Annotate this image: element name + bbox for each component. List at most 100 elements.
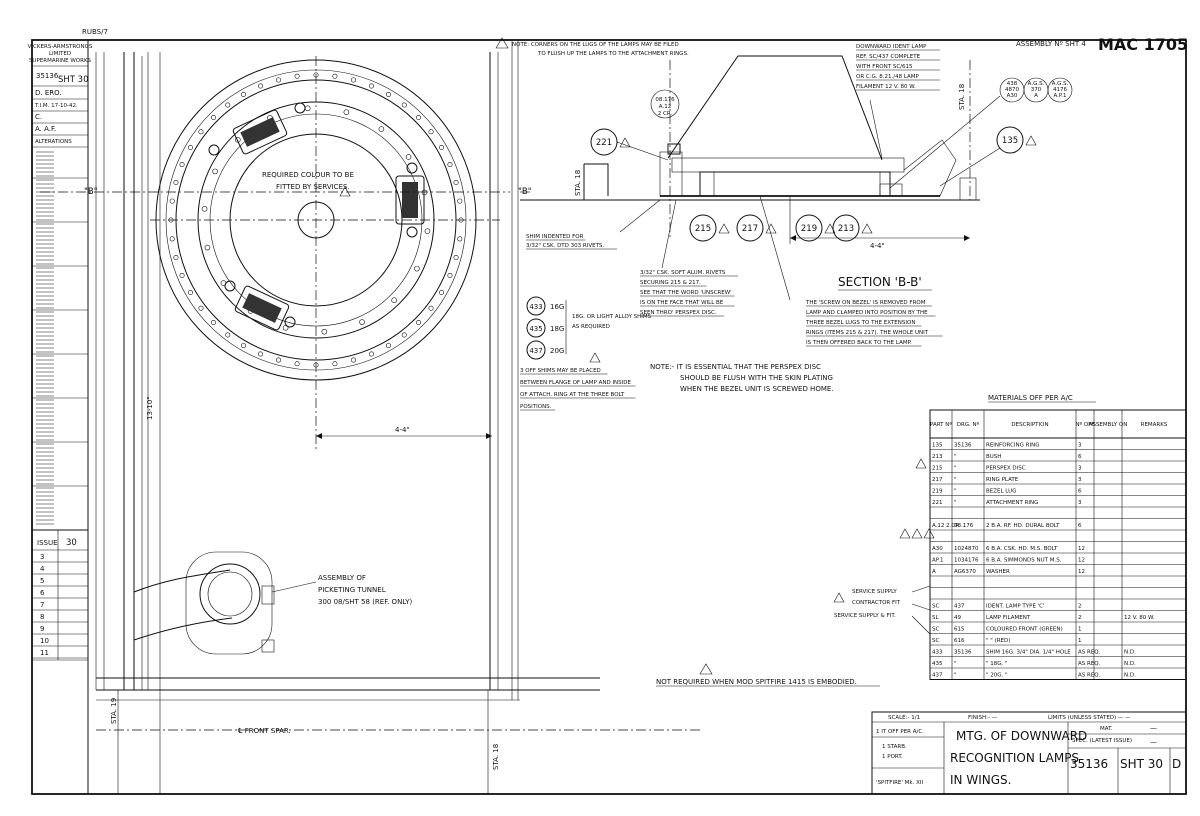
shim-note-line: SHIM INDENTED FOR bbox=[526, 234, 584, 240]
materials-cell: 437 bbox=[954, 604, 965, 610]
materials-cell: 616 bbox=[954, 638, 965, 644]
rivet bbox=[332, 361, 338, 367]
materials-cell: 6 B.A. SIMMONDS NUT M.S. bbox=[986, 558, 1062, 564]
materials-cell: 1034176 bbox=[954, 558, 979, 564]
materials-cell: 12 bbox=[1078, 546, 1085, 552]
materials-cell: 3 bbox=[1078, 500, 1082, 506]
tb-limits: LIMITS (UNLESS STATED) — — bbox=[1048, 715, 1131, 721]
rivet-note-line: SEEN THRO' PERSPEX DISC. bbox=[640, 310, 717, 316]
rivet bbox=[187, 145, 193, 151]
ring-bolt bbox=[304, 105, 311, 112]
bezel-note-line: IS THEN OFFERED BACK TO THE LAMP. bbox=[806, 340, 912, 346]
materials-cell: 135 bbox=[932, 443, 943, 449]
issue-row: 10 bbox=[40, 637, 49, 645]
revision-panel: VICKERS-ARMSTRONGS LIMITED SUPERMARINE W… bbox=[28, 44, 93, 661]
materials-cell: SC bbox=[932, 604, 939, 610]
shims-placed-line: POSITIONS. bbox=[520, 404, 552, 410]
materials-cell: " bbox=[954, 500, 957, 506]
assembly-ref: ASSEMBLY Nº SHT 4 bbox=[1016, 40, 1086, 48]
warning-triangle-icon bbox=[861, 223, 873, 234]
shim-ref: 435 bbox=[529, 325, 542, 333]
materials-cell: " 18G. " bbox=[986, 661, 1008, 667]
mod-note: NOT REQUIRED WHEN MOD SPITFIRE 1415 IS E… bbox=[656, 678, 857, 686]
materials-cell: 3 bbox=[1078, 443, 1082, 449]
tunnel-note-3: 300 08/SHT 58 (REF. ONLY) bbox=[318, 598, 413, 606]
rivet bbox=[416, 320, 422, 326]
materials-cell: " bbox=[954, 454, 957, 460]
materials-header: DRG. Nº bbox=[957, 421, 980, 428]
materials-cell: AG6370 bbox=[954, 569, 976, 575]
rivet-note-line: IS ON THE FACE THAT WILL BE bbox=[640, 300, 724, 306]
rivet bbox=[401, 332, 407, 338]
tb-title-1: MTG. OF DOWNWARD bbox=[956, 729, 1087, 743]
callout-213 bbox=[832, 214, 860, 242]
rivet bbox=[258, 83, 264, 89]
materials-title: MATERIALS OFF PER A/C bbox=[988, 394, 1073, 402]
warning-triangle-icon bbox=[915, 458, 927, 469]
ref-bush-3: 2 CR. bbox=[658, 111, 673, 117]
rivet bbox=[368, 83, 374, 89]
rivet bbox=[173, 255, 179, 261]
shim-ref: 437 bbox=[529, 347, 542, 355]
alteration-entries bbox=[32, 151, 88, 525]
rivet bbox=[439, 289, 445, 295]
bezel-note-line: LAMP AND CLAMPED INTO POSITION BY THE bbox=[806, 310, 928, 316]
rivet bbox=[453, 255, 459, 261]
materials-cell: AP.1 bbox=[932, 558, 943, 564]
panel-field-2: T.I.M. 17-10-42. bbox=[34, 103, 78, 109]
callout-label: 213 bbox=[838, 224, 854, 234]
warning-triangle-icon bbox=[619, 137, 631, 148]
ring-bolt bbox=[359, 319, 365, 325]
service-supply-label: SERVICE SUPPLY bbox=[852, 589, 897, 595]
shim-note-line: 3/32" CSK. DTD 303 RIVETS. bbox=[526, 243, 604, 249]
materials-cell: 6 bbox=[1078, 523, 1082, 529]
materials-cell: A.12 2.CR. bbox=[932, 523, 961, 529]
materials-cell: " bbox=[954, 477, 957, 483]
ref-stack-item: A.G.S. bbox=[1052, 81, 1069, 87]
rivet bbox=[294, 361, 300, 367]
rivet-note-line: SEE THAT THE WORD 'UNSCREW' bbox=[640, 290, 732, 296]
rivet bbox=[457, 198, 463, 204]
tb-scale: SCALE:- 1/1 bbox=[888, 715, 920, 721]
tb-off-per: 1 IT OFF PER A/C. bbox=[876, 729, 924, 735]
ring-bolt bbox=[391, 297, 397, 303]
ring-bolt bbox=[424, 228, 431, 234]
issue-row: 5 bbox=[40, 577, 44, 585]
issue-row: 4 bbox=[40, 565, 45, 573]
ident-lamp-note-line: REF. SC/437 COMPLETE bbox=[856, 54, 921, 60]
warning-triangle-icon bbox=[923, 528, 935, 539]
colour-note-1: REQUIRED COLOUR TO BE bbox=[262, 171, 354, 179]
materials-cell: REINFORCING RING bbox=[986, 443, 1039, 449]
materials-cell: WASHER bbox=[986, 569, 1010, 575]
plan-dim-4-4: 4-4" bbox=[395, 426, 410, 434]
issue-row: 3 bbox=[40, 553, 44, 561]
rivet bbox=[169, 236, 175, 242]
ref-stack-item: A bbox=[1034, 93, 1038, 99]
rivet bbox=[179, 272, 185, 278]
rivet bbox=[368, 351, 374, 357]
section-notes: SHIM INDENTED FOR 3/32" CSK. DTD 303 RIVE… bbox=[520, 234, 943, 687]
rivet bbox=[198, 305, 204, 311]
rivet bbox=[439, 145, 445, 151]
tb-mat-label: MAT. bbox=[1100, 726, 1113, 732]
rivet bbox=[275, 77, 281, 83]
ring-bolt bbox=[204, 244, 211, 251]
issue-row: 9 bbox=[40, 625, 44, 633]
rivet bbox=[241, 91, 247, 97]
callout-label: 217 bbox=[742, 224, 758, 234]
rivet bbox=[332, 73, 338, 79]
warning-triangle-icon bbox=[833, 592, 845, 603]
ident-lamp-note-line: OR C.G. 8.21./48 LAMP bbox=[856, 74, 920, 80]
materials-cell: LAMP FILAMENT bbox=[986, 615, 1031, 621]
corner-note-1: NOTE: CORNERS ON THE LUGS OF THE LAMPS M… bbox=[512, 42, 679, 48]
panel-field-4: A. A.F. bbox=[35, 125, 56, 133]
section-station-18: STA. 18 bbox=[574, 170, 582, 196]
drawing-number: MAC 1705 bbox=[1098, 35, 1188, 54]
shim-thickness: 18G bbox=[550, 325, 564, 333]
callout-219 bbox=[795, 214, 823, 242]
callout-135 bbox=[996, 126, 1024, 154]
panel-sheet-no: SHT 30 bbox=[58, 75, 89, 85]
rivet bbox=[275, 357, 281, 363]
